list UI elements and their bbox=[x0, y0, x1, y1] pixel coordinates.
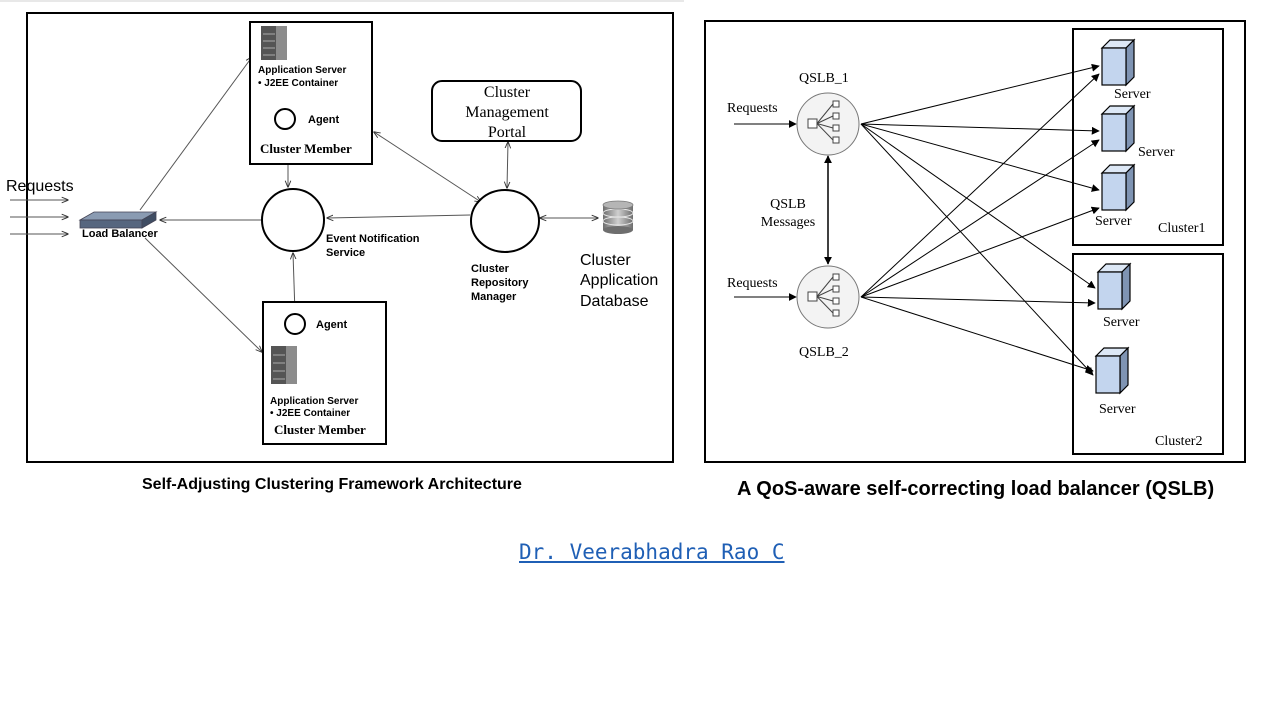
arrow-q1-s4 bbox=[860, 123, 1096, 289]
event-notification-node bbox=[261, 188, 325, 252]
arrow-q1-s2 bbox=[860, 123, 1100, 135]
server-label: Server bbox=[1103, 315, 1140, 330]
management-portal-box bbox=[431, 80, 582, 142]
repository-label-line3: Manager bbox=[471, 291, 517, 303]
database-icon bbox=[602, 200, 634, 234]
qslb-messages-label-line2: Messages bbox=[761, 215, 815, 230]
repository-label-line1: Cluster bbox=[471, 263, 510, 275]
cluster2-label: Cluster2 bbox=[1155, 434, 1202, 449]
repository-manager-node bbox=[470, 189, 540, 253]
server-label: Server bbox=[1114, 87, 1151, 102]
lb-to-bottom-member-arrow bbox=[144, 237, 262, 352]
app-server-label: Application Server bbox=[258, 65, 346, 76]
crm-to-ens-arrow bbox=[327, 214, 471, 218]
app-server-label: Application Server bbox=[270, 396, 358, 407]
cluster1-box bbox=[1072, 28, 1224, 246]
portal-label-line1: Cluster bbox=[484, 84, 531, 101]
qslb-2-label: QSLB_2 bbox=[799, 345, 849, 360]
portal-label-line3: Portal bbox=[488, 124, 527, 141]
qslb-2-node bbox=[796, 265, 860, 329]
server-label: Server bbox=[1095, 214, 1132, 229]
server-label: Server bbox=[1138, 145, 1175, 160]
left-diagram: Requests Load Balancer Application Serve… bbox=[6, 12, 674, 463]
member-crm-arrow bbox=[374, 132, 481, 202]
portal-crm-arrow bbox=[507, 142, 508, 188]
event-service-label-line1: Event Notification bbox=[326, 233, 420, 245]
arrow-q2-s1 bbox=[860, 73, 1100, 298]
server-icon bbox=[1096, 262, 1132, 311]
arrow-q2-s5 bbox=[860, 296, 1094, 373]
server-icon bbox=[1100, 163, 1136, 212]
requests-label: Requests bbox=[6, 178, 74, 195]
server-label: Server bbox=[1099, 402, 1136, 417]
cluster-member-top: Application Server • J2EE Container Agen… bbox=[249, 21, 373, 165]
right-diagram-frame bbox=[704, 20, 1246, 463]
cluster-member-title: Cluster Member bbox=[274, 422, 366, 437]
cluster-member-bottom: Agent Application Server • J2EE Containe… bbox=[262, 301, 387, 445]
qslb-1-node bbox=[796, 92, 860, 156]
agent-label: Agent bbox=[316, 319, 348, 331]
lb-to-top-member-arrow bbox=[139, 57, 252, 211]
cluster2-box bbox=[1072, 253, 1224, 455]
database-label-line3: Database bbox=[580, 293, 649, 310]
load-balancer-icon bbox=[78, 211, 158, 229]
repository-label-line2: Repository bbox=[471, 277, 529, 289]
event-service-label-line2: Service bbox=[326, 247, 365, 259]
server-icon bbox=[1100, 104, 1136, 153]
load-balancer-label: Load Balancer bbox=[82, 228, 159, 240]
server-icon bbox=[271, 346, 297, 384]
portal-label-line2: Management bbox=[465, 104, 549, 121]
right-diagram-caption: A QoS-aware self-correcting load balance… bbox=[737, 478, 1215, 500]
qslb-connectors bbox=[734, 63, 1100, 376]
left-diagram-frame bbox=[26, 12, 674, 463]
agent-node bbox=[274, 108, 296, 130]
right-diagram: QSLB_1 QSLB_2 Requests Requests QSLB Mes… bbox=[704, 20, 1246, 463]
server-icon bbox=[1094, 346, 1130, 395]
arrow-q2-s3 bbox=[860, 206, 1100, 298]
arrow-q1-s5 bbox=[860, 123, 1094, 376]
requests-top-label: Requests bbox=[727, 101, 778, 116]
qslb-messages-label-line1: QSLB bbox=[770, 197, 806, 212]
database-label-line1: Cluster bbox=[580, 252, 631, 269]
server-icon bbox=[1100, 38, 1136, 87]
arrow-q1-s1 bbox=[860, 63, 1100, 125]
author-link[interactable]: Dr. Veerabhadra Rao C bbox=[519, 540, 785, 564]
arrow-q2-s2 bbox=[860, 139, 1100, 298]
cluster-member-title: Cluster Member bbox=[260, 141, 352, 156]
agent-node bbox=[284, 313, 306, 335]
container-label: • J2EE Container bbox=[258, 78, 338, 89]
arrow-q2-s4 bbox=[860, 296, 1096, 307]
left-diagram-caption: Self-Adjusting Clustering Framework Arch… bbox=[142, 476, 522, 493]
database-label-line2: Application bbox=[580, 272, 658, 289]
server-icon bbox=[261, 26, 287, 60]
cluster-member-top-box bbox=[249, 21, 373, 165]
requests-bottom-label: Requests bbox=[727, 276, 778, 291]
qslb-1-label: QSLB_1 bbox=[799, 71, 849, 86]
arrow-q1-s3 bbox=[860, 123, 1100, 192]
container-label: • J2EE Container bbox=[270, 408, 350, 419]
agent-label: Agent bbox=[308, 114, 340, 126]
cluster1-label: Cluster1 bbox=[1158, 221, 1205, 236]
